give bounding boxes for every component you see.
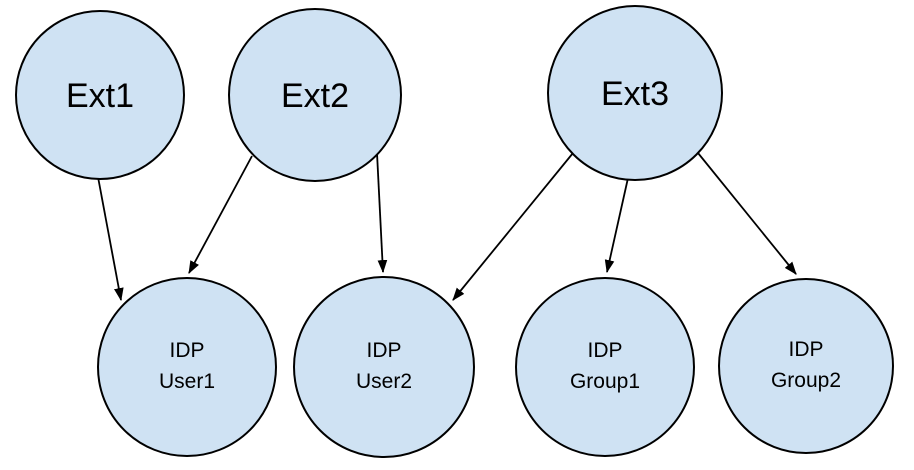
- node-idp-group1-label-line1: IDP: [587, 339, 622, 362]
- edge-ext3-to-idp-group2: [697, 152, 797, 275]
- node-idp-group2-label-line1: IDP: [788, 338, 823, 361]
- edge-ext1-to-idp-user1: [97, 176, 124, 302]
- node-ext2: Ext2: [228, 8, 402, 182]
- node-ext3-label: Ext3: [601, 75, 669, 113]
- edge-ext3-to-idp-group1: [604, 177, 629, 274]
- node-ext2-circle: [228, 8, 402, 182]
- node-idp-user2-label-line2: User2: [356, 370, 412, 393]
- node-idp-group2: IDP Group2: [718, 278, 894, 454]
- node-idp-user1: IDP User1: [97, 277, 277, 457]
- node-ext1-circle: [15, 10, 185, 180]
- node-ext1: Ext1: [15, 10, 185, 180]
- node-ext2-label: Ext2: [281, 77, 349, 115]
- node-idp-group2-circle: [718, 278, 894, 454]
- edge-ext3-to-idp-user2: [452, 152, 574, 301]
- node-idp-group2-label-line2: Group2: [771, 369, 841, 392]
- node-idp-user1-label-line2: User1: [159, 370, 215, 393]
- node-idp-user2: IDP User2: [293, 276, 475, 458]
- edge-ext2-to-idp-user1: [188, 155, 253, 274]
- node-idp-user2-label-line1: IDP: [366, 339, 401, 362]
- node-idp-user1-label-line1: IDP: [169, 339, 204, 362]
- node-idp-user2-circle: [293, 276, 475, 458]
- node-ext3-circle: [547, 5, 723, 181]
- node-idp-user1-circle: [97, 277, 277, 457]
- node-idp-group1-label-line2: Group1: [570, 370, 640, 393]
- edge-ext2-to-idp-user2: [376, 152, 388, 274]
- node-idp-group1-circle: [515, 277, 695, 457]
- node-ext3: Ext3: [547, 5, 723, 181]
- edge-group: [97, 152, 797, 302]
- node-ext1-label: Ext1: [66, 77, 134, 115]
- node-idp-group1: IDP Group1: [515, 277, 695, 457]
